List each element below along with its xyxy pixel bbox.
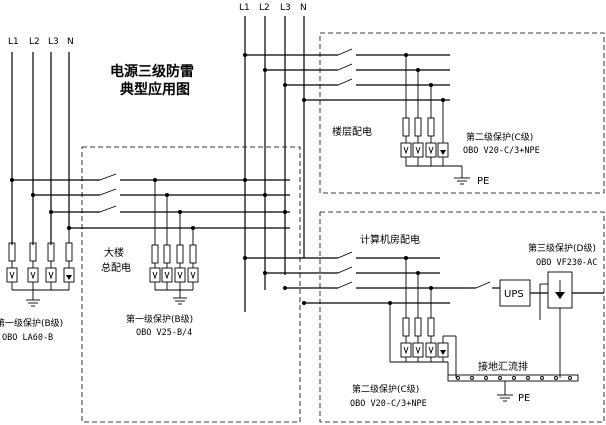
computer-room-box [319, 211, 605, 423]
floor-board-box [319, 32, 605, 194]
left-bus-labels: L1 L2 L3 N [8, 37, 74, 47]
left-bus-label-l2: L2 [29, 37, 40, 47]
main-feeders [10, 173, 290, 230]
floor-feeders [243, 48, 450, 143]
ground-icon [26, 290, 40, 307]
level2-floor-spd [400, 117, 470, 185]
floor-board-label: 楼层配电 [332, 125, 372, 138]
top-bus-label-l1: L1 [239, 3, 250, 13]
ground-bar-label: 接地汇流排 [478, 360, 528, 373]
title-line2: 典型应用图 [120, 81, 190, 98]
left-bus-label-l3: L3 [48, 37, 59, 47]
ups-label: UPS [504, 289, 524, 300]
surge-arrester-icon [389, 317, 457, 378]
level1-model: OBO LA60-B [2, 333, 53, 343]
switch-icon [475, 281, 491, 289]
left-bus-wires [11, 52, 70, 245]
ups-path: UPS [470, 271, 604, 378]
level1b-name: 第一级保护(B级) [126, 313, 193, 325]
surge-arrester-icon [6, 228, 75, 291]
level2-room-model: OBO V20-C/3+NPE [350, 399, 427, 409]
level1-name: 第一级保护(B级) [0, 317, 63, 329]
level2-room-spd [389, 317, 457, 378]
left-bus-label-l1: L1 [8, 37, 19, 47]
main-board-label-line1: 大楼 [104, 246, 124, 259]
left-bus-label-n: N [67, 37, 74, 47]
pe-bottom-label: PE [518, 393, 530, 404]
ground-icon [454, 166, 470, 185]
level3-model: OBO VF230-AC [536, 258, 597, 268]
main-board-label-line2: 总配电 [101, 261, 131, 274]
surge-arrester-icon [149, 244, 199, 291]
level1b-model: OBO V25-B/4 [136, 328, 192, 338]
level1b-spd-group [149, 178, 199, 305]
switch-icon [99, 173, 117, 213]
room-feeders [243, 251, 470, 350]
pe-floor-label: PE [477, 176, 489, 187]
level2-room-name: 第二级保护(C级) [352, 383, 419, 395]
top-bus-labels: L1 L2 L3 N [239, 3, 307, 13]
ground-bar [447, 362, 579, 402]
surge-arrester-icon [400, 117, 462, 167]
top-bus-label-l2: L2 [259, 3, 270, 13]
level2-floor-model: OBO V20-C/3+NPE [463, 146, 540, 156]
ground-icon [173, 290, 187, 305]
level2-floor-name: 第二级保护(C级) [466, 131, 533, 143]
top-bus-label-l3: L3 [280, 3, 291, 13]
level1-spd-group [6, 228, 75, 307]
switch-icon [337, 48, 353, 86]
top-bus-label-n: N [300, 3, 307, 13]
main-board-box [81, 146, 301, 423]
ground-icon [497, 381, 513, 402]
computer-room-label: 计算机房配电 [360, 233, 420, 246]
switch-icon [337, 251, 353, 289]
title-line1: 电源三级防雷 [110, 63, 194, 80]
top-bus-wires [243, 16, 305, 312]
level3-name: 第三级保护(D级) [528, 242, 596, 254]
